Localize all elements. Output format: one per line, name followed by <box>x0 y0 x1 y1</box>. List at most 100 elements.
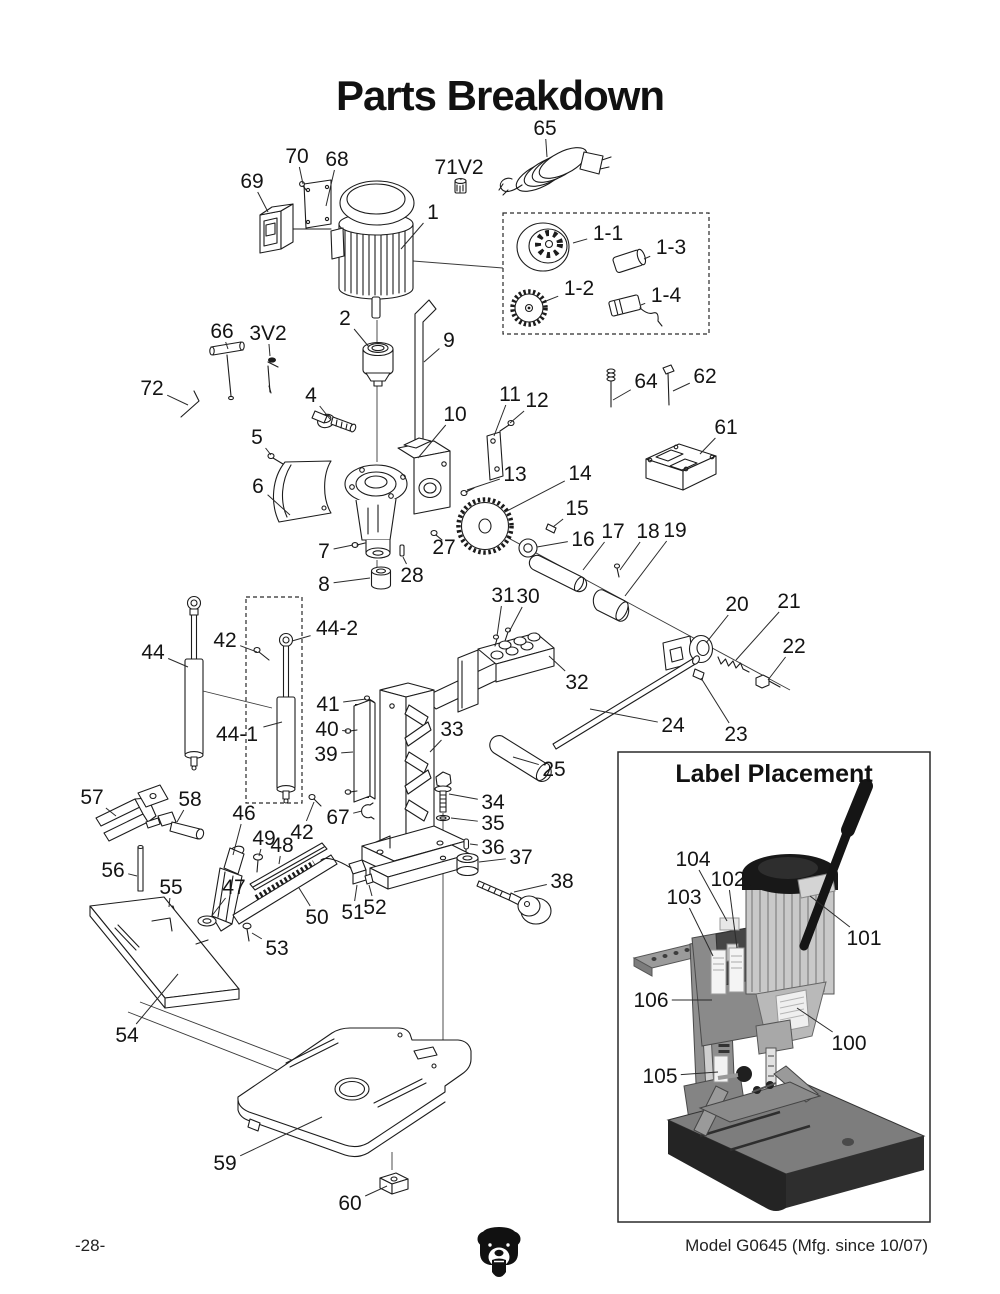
callout-25: 25 <box>542 758 565 781</box>
part-47-washer <box>197 915 217 927</box>
part-16-bearing <box>518 538 538 558</box>
part-50-rack-bar <box>232 854 338 925</box>
leader-14 <box>504 480 566 513</box>
part-5-screw <box>267 452 284 465</box>
label-placement-title: Label Placement <box>675 760 873 788</box>
callout-23: 23 <box>724 723 747 746</box>
callout-31: 31 <box>491 584 514 607</box>
part-17-shaft <box>528 554 588 593</box>
part-54-fence <box>89 896 240 1009</box>
callout-34: 34 <box>481 791 505 814</box>
callout-21: 21 <box>777 590 800 613</box>
callout-42: 42 <box>290 821 313 844</box>
leader-69 <box>257 191 269 213</box>
callout-11: 11 <box>499 383 521 406</box>
callout-22: 22 <box>782 635 805 658</box>
callout-44: 44 <box>141 641 165 664</box>
callout-17: 17 <box>601 520 624 543</box>
callout-100: 100 <box>831 1032 866 1055</box>
leader-55 <box>168 897 171 908</box>
leader-20 <box>705 614 729 644</box>
leader-1-1 <box>572 238 588 244</box>
part-57-clevis <box>95 784 169 842</box>
leader-66 <box>225 341 229 350</box>
callout-1-4: 1-4 <box>651 284 682 307</box>
callout-61: 61 <box>714 416 737 439</box>
leader-44 <box>168 658 189 668</box>
callout-102: 102 <box>710 868 745 891</box>
leader-101 <box>809 895 851 928</box>
part-35-washer <box>435 814 451 822</box>
leader-25 <box>512 756 539 766</box>
part-31-screw <box>492 634 500 647</box>
part-22-bolt <box>755 674 781 689</box>
callout-52: 52 <box>363 896 386 919</box>
part-52-pin <box>364 873 374 885</box>
callout-44-1: 44-1 <box>216 723 258 746</box>
callout-48: 48 <box>270 834 293 857</box>
motor-parts-dashed-box <box>502 212 710 335</box>
callout-1-2: 1-2 <box>564 277 594 300</box>
part-37-bushing <box>456 852 479 877</box>
callout-28: 28 <box>400 564 423 587</box>
callout-32: 32 <box>565 671 588 694</box>
leader-12 <box>509 410 525 424</box>
leader-100 <box>796 1007 833 1033</box>
part-59-base <box>237 1027 472 1158</box>
part-2-chuck <box>362 341 394 387</box>
part-34-bolt <box>434 771 452 813</box>
leader-103 <box>688 907 714 957</box>
callout-35: 35 <box>481 812 504 835</box>
part-8-nut <box>370 566 392 590</box>
callout-36: 36 <box>481 836 504 859</box>
leader-52 <box>368 884 373 897</box>
part-69-switch <box>259 203 332 254</box>
leader-8 <box>333 577 371 584</box>
footer-model-text: Model G0645 (Mfg. since 10/07) <box>685 1236 928 1255</box>
leader-42 <box>240 645 258 653</box>
leader-4 <box>319 405 331 420</box>
callout-40: 40 <box>315 718 338 741</box>
callout-62: 62 <box>693 365 716 388</box>
callout-41: 41 <box>316 693 339 716</box>
part-23-set-screw <box>692 668 705 681</box>
leader-37 <box>478 858 506 863</box>
callout-20: 20 <box>725 593 748 616</box>
leader-41 <box>343 698 367 703</box>
part-64-pin <box>606 368 616 408</box>
leader-2 <box>353 328 370 348</box>
part-6-cover <box>272 460 332 523</box>
leader-39 <box>341 751 354 754</box>
callout-60: 60 <box>338 1192 361 1215</box>
callout-68: 68 <box>325 148 348 171</box>
callout-71V2: 71V2 <box>434 156 483 179</box>
callout-69: 69 <box>240 170 263 193</box>
part-58-handle <box>145 811 205 840</box>
callout-44-2: 44-2 <box>316 617 358 640</box>
part-28-pin <box>399 544 405 557</box>
part-13-screw <box>460 487 475 497</box>
leader-6 <box>267 494 291 516</box>
callout-56: 56 <box>101 859 124 882</box>
leader-11 <box>493 404 507 437</box>
leader-62 <box>672 382 691 392</box>
callout-33: 33 <box>440 718 463 741</box>
leader-30 <box>508 606 523 633</box>
callout-15: 15 <box>565 497 588 520</box>
leader-104 <box>698 869 728 922</box>
callout-19: 19 <box>663 519 686 542</box>
part-65-power-cord <box>498 147 612 196</box>
part-46-chisel <box>211 845 245 932</box>
leader-36 <box>469 843 478 846</box>
callout-12: 12 <box>525 389 548 412</box>
leader-65 <box>545 138 548 158</box>
leader-1-3 <box>643 255 651 260</box>
leader-21 <box>735 611 780 661</box>
callout-59: 59 <box>213 1152 236 1175</box>
leader-67 <box>353 810 363 814</box>
part-61-crank-block <box>645 443 717 491</box>
leader-18 <box>619 541 641 571</box>
part-72-hex-wrench <box>180 390 200 418</box>
